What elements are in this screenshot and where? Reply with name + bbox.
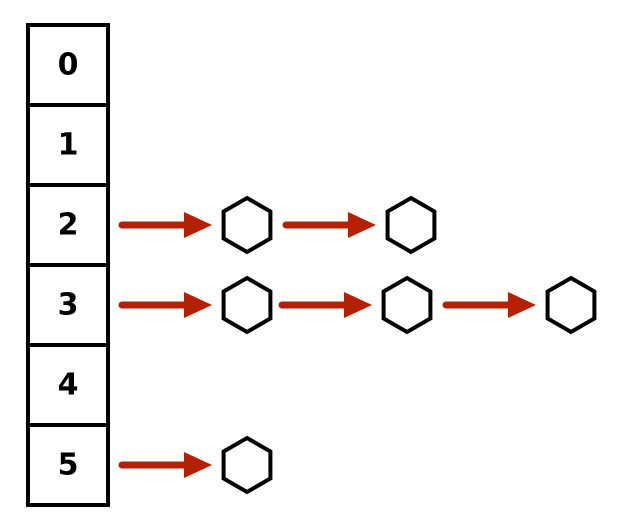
bucket-slot-5: 5 [26, 423, 110, 507]
chain-arrow [278, 292, 372, 318]
bucket-slot-3: 3 [26, 263, 110, 347]
chain-arrow [118, 212, 212, 238]
bucket-array: 0 1 2 3 4 5 [26, 23, 110, 507]
chain-slot-5 [118, 436, 273, 494]
chain-arrow [118, 292, 212, 318]
chain-node-hexagon [221, 196, 273, 254]
chain-node-hexagon [221, 436, 273, 494]
chain-node-hexagon [221, 276, 273, 334]
bucket-index-label: 1 [58, 128, 79, 163]
bucket-index-label: 0 [58, 48, 79, 83]
bucket-index-label: 5 [58, 448, 79, 483]
chain-node-hexagon [385, 196, 437, 254]
bucket-index-label: 3 [58, 288, 79, 323]
chain-slot-2 [118, 196, 437, 254]
bucket-slot-1: 1 [26, 103, 110, 187]
bucket-slot-2: 2 [26, 183, 110, 267]
bucket-slot-4: 4 [26, 343, 110, 427]
bucket-slot-0: 0 [26, 23, 110, 107]
chain-node-hexagon [545, 276, 597, 334]
chain-node-hexagon [381, 276, 433, 334]
bucket-index-label: 2 [58, 208, 79, 243]
chain-arrow [442, 292, 536, 318]
chain-slot-3 [118, 276, 597, 334]
bucket-index-label: 4 [58, 368, 79, 403]
chain-arrow [118, 452, 212, 478]
chain-arrow [282, 212, 376, 238]
